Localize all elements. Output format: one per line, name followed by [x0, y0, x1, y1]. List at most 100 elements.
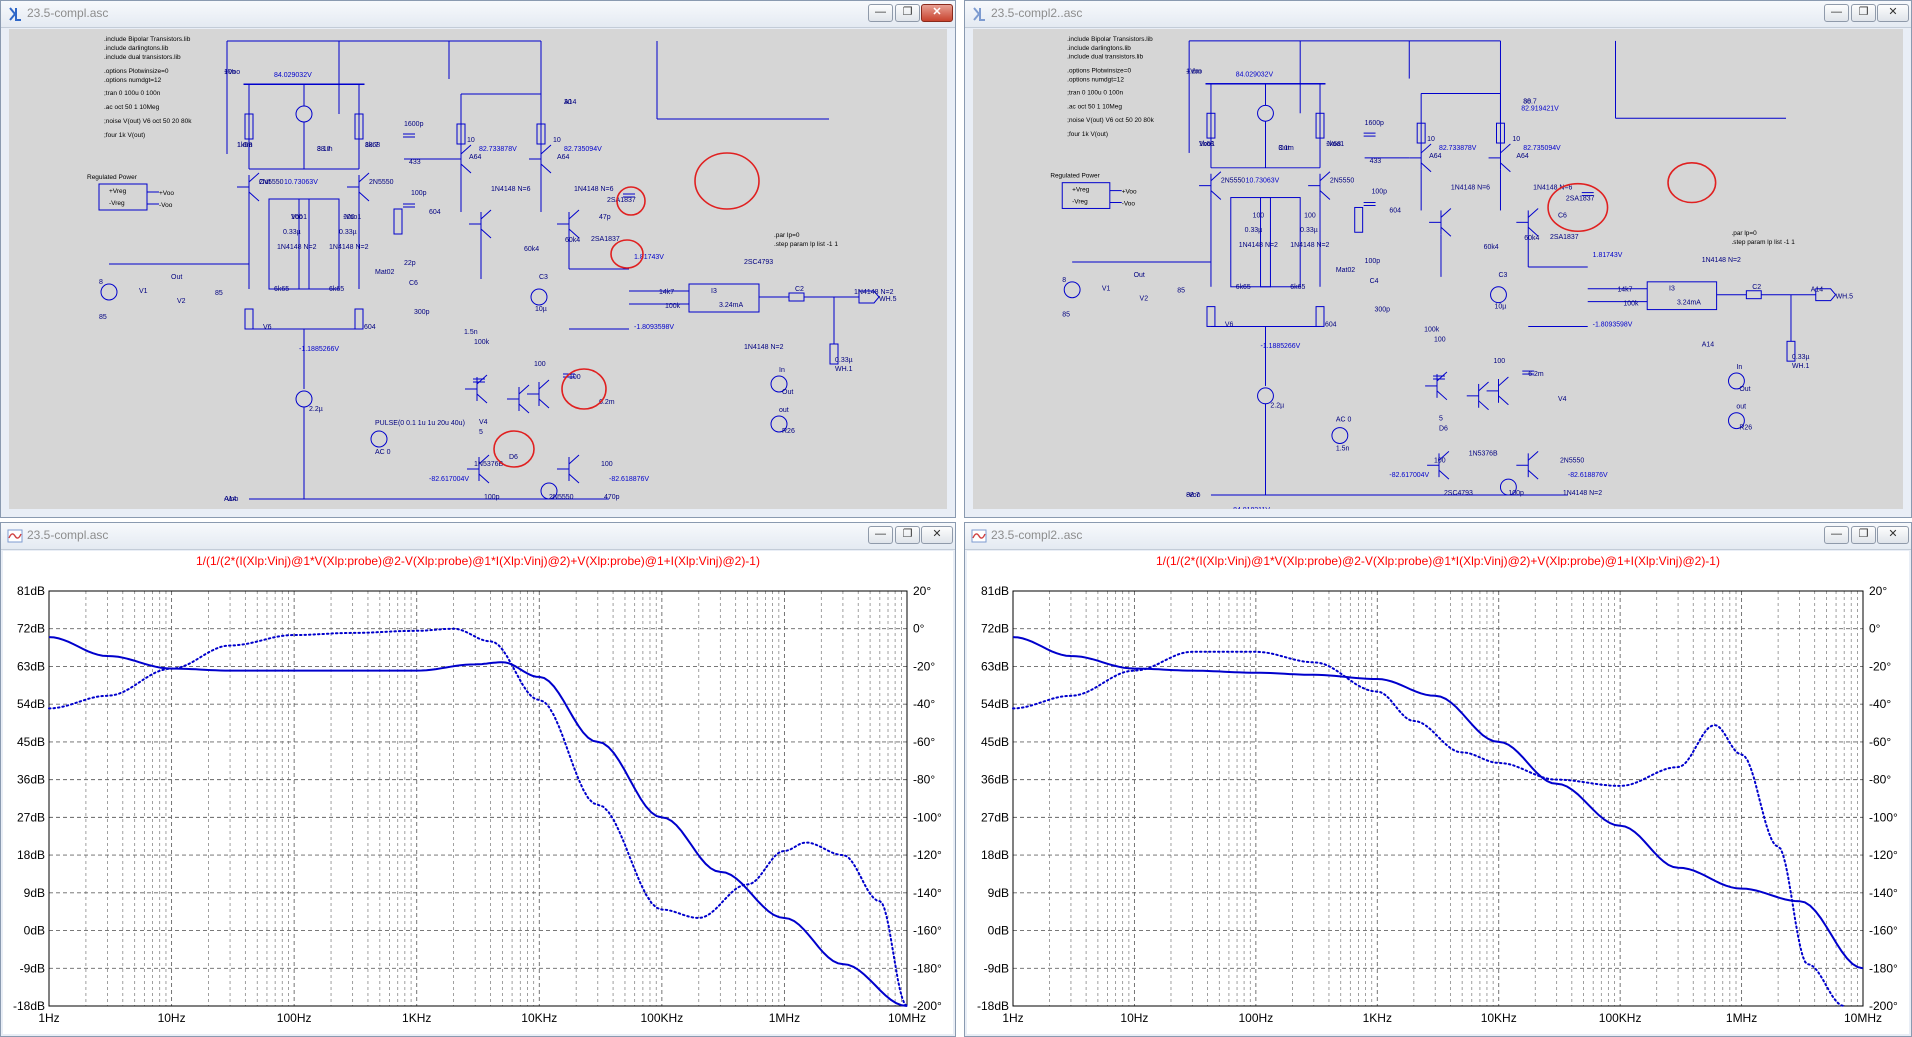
component-body[interactable] — [244, 308, 254, 330]
wire[interactable] — [1210, 190, 1222, 200]
voltage-source-icon[interactable] — [1728, 372, 1745, 390]
minimize-button[interactable]: — — [868, 526, 893, 544]
current-source-icon[interactable] — [530, 288, 548, 306]
plot-window-2[interactable]: 23.5-compl2..asc — ❐ ✕ 1/(1/(2*(I(Xlp:Vi… — [964, 522, 1912, 1037]
wire[interactable] — [568, 228, 580, 239]
wire[interactable] — [1500, 143, 1511, 154]
schematic-drawing[interactable]: .include Bipolar Transistors.lib.include… — [9, 29, 947, 509]
plot-pane[interactable]: 1/(1/(2*(I(Xlp:Vinj)@1*V(Xlp:probe)@2-V(… — [3, 551, 953, 1034]
restore-button[interactable]: ❐ — [1851, 526, 1876, 544]
wire[interactable] — [568, 473, 580, 484]
component-body[interactable] — [788, 292, 805, 302]
wire[interactable] — [1420, 162, 1432, 173]
component-body[interactable] — [456, 123, 466, 145]
component-body[interactable] — [1315, 112, 1325, 139]
component-body[interactable] — [688, 283, 760, 313]
voltage-source-icon[interactable] — [1331, 427, 1349, 444]
voltage-source-icon[interactable] — [1063, 281, 1081, 299]
voltage-source-icon[interactable] — [1728, 412, 1745, 430]
current-source-icon[interactable] — [1257, 387, 1274, 405]
window-titlebar[interactable]: 23.5-compl2..asc — ❐ ✕ — [965, 523, 1911, 550]
wire[interactable] — [476, 393, 488, 404]
component-body[interactable] — [1354, 206, 1364, 233]
component-body[interactable] — [1496, 122, 1505, 144]
schematic-drawing[interactable]: .include Bipolar Transistors.lib.include… — [973, 29, 1903, 509]
voltage-source-icon[interactable] — [770, 415, 788, 433]
wire[interactable] — [248, 172, 260, 183]
current-source-icon[interactable] — [1490, 286, 1507, 304]
current-source-icon[interactable] — [295, 390, 313, 408]
schematic-canvas[interactable]: .include Bipolar Transistors.lib.include… — [9, 29, 947, 509]
window-titlebar[interactable]: 23.5-compl2..asc — ❐ ✕ — [965, 1, 1911, 28]
component-body[interactable] — [1646, 281, 1718, 311]
magnitude-trace[interactable] — [48, 636, 908, 1007]
wire[interactable] — [1527, 469, 1539, 480]
wire[interactable] — [568, 209, 580, 220]
close-button[interactable]: ✕ — [921, 4, 953, 22]
component-body[interactable] — [354, 113, 364, 140]
plot-title[interactable]: 1/(1/(2*(I(Xlp:Vinj)@1*V(Xlp:probe)@2-V(… — [196, 554, 760, 568]
component-body[interactable] — [244, 113, 254, 140]
out-port-icon[interactable] — [1815, 288, 1837, 302]
component-body[interactable] — [1315, 306, 1325, 327]
restore-button[interactable]: ❐ — [895, 4, 920, 22]
current-source-icon[interactable] — [1257, 104, 1274, 122]
component-body[interactable] — [1745, 290, 1762, 300]
voltage-source-icon[interactable] — [770, 375, 788, 393]
current-source-icon[interactable] — [1499, 478, 1517, 496]
wire[interactable] — [1498, 395, 1509, 406]
wire[interactable] — [1498, 376, 1509, 387]
plot-title[interactable]: 1/(1/(2*(I(Xlp:Vinj)@1*V(Xlp:probe)@2-V(… — [1156, 554, 1720, 568]
bode-plot[interactable]: 1/(1/(2*(I(Xlp:Vinj)@1*V(Xlp:probe)@2-V(… — [967, 551, 1909, 1034]
wire[interactable] — [358, 191, 370, 202]
wire[interactable] — [1438, 469, 1450, 480]
wire[interactable] — [1478, 400, 1489, 411]
minimize-button[interactable]: — — [868, 4, 893, 22]
wire[interactable] — [1527, 208, 1539, 218]
schematic-window-1[interactable]: 23.5-compl.asc — ❐ ✕ .include Bipolar Tr… — [0, 0, 956, 518]
schematic-canvas[interactable]: .include Bipolar Transistors.lib.include… — [973, 29, 1903, 509]
out-port-icon[interactable] — [858, 290, 880, 304]
wire[interactable] — [480, 228, 492, 239]
component-body[interactable] — [354, 308, 364, 330]
restore-button[interactable]: ❐ — [895, 526, 920, 544]
component-body[interactable] — [536, 123, 546, 145]
component-body[interactable] — [1260, 197, 1301, 288]
component-body[interactable] — [1061, 182, 1111, 209]
wire[interactable] — [248, 191, 260, 202]
voltage-source-icon[interactable] — [100, 283, 118, 301]
wire[interactable] — [1500, 162, 1511, 173]
component-body[interactable] — [298, 198, 340, 290]
wire[interactable] — [1440, 208, 1452, 218]
plot-pane[interactable]: 1/(1/(2*(I(Xlp:Vinj)@1*V(Xlp:probe)@2-V(… — [967, 551, 1909, 1034]
wire[interactable] — [460, 144, 472, 155]
component-body[interactable] — [393, 208, 403, 235]
voltage-source-icon[interactable] — [370, 430, 388, 448]
window-titlebar[interactable]: 23.5-compl.asc — ❐ ✕ — [1, 1, 955, 28]
component-body[interactable] — [1786, 340, 1796, 362]
component-body[interactable] — [1230, 197, 1271, 288]
close-button[interactable]: ✕ — [1877, 4, 1909, 22]
restore-button[interactable]: ❐ — [1851, 4, 1876, 22]
wire[interactable] — [460, 163, 472, 174]
close-button[interactable]: ✕ — [921, 526, 953, 544]
component-body[interactable] — [1206, 306, 1216, 327]
wire[interactable] — [538, 379, 550, 390]
schematic-window-2[interactable]: 23.5-compl2..asc — ❐ ✕ .include Bipolar … — [964, 0, 1912, 518]
wire[interactable] — [1420, 143, 1432, 154]
wire[interactable] — [540, 163, 552, 174]
wire[interactable] — [1527, 226, 1539, 237]
magnitude-trace[interactable] — [1012, 636, 1864, 970]
current-source-icon[interactable] — [295, 105, 313, 123]
phase-trace[interactable] — [48, 627, 908, 1007]
wire[interactable] — [1319, 171, 1331, 182]
wire[interactable] — [538, 398, 550, 409]
wire[interactable] — [518, 403, 530, 414]
wire[interactable] — [1210, 171, 1222, 182]
window-titlebar[interactable]: 23.5-compl.asc — ❐ ✕ — [1, 523, 955, 550]
wire[interactable] — [1319, 190, 1331, 200]
wire[interactable] — [568, 454, 580, 465]
wire[interactable] — [1436, 390, 1448, 401]
wire[interactable] — [480, 209, 492, 220]
wire[interactable] — [1440, 226, 1452, 237]
